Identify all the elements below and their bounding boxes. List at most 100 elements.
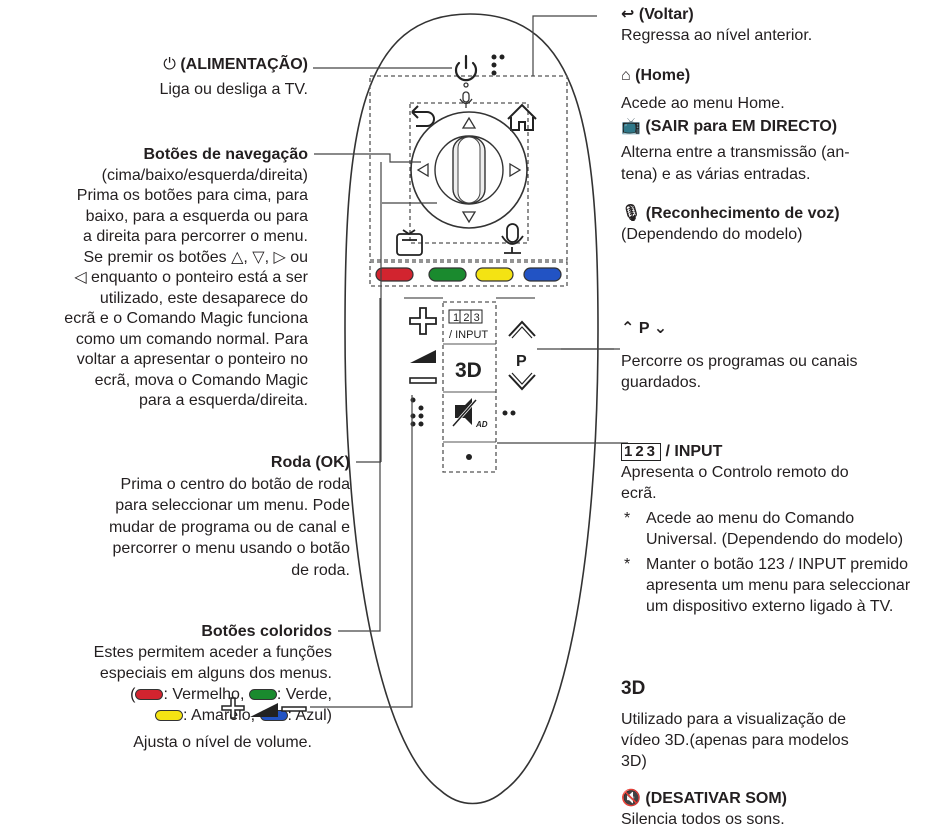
chevron-up-icon: ⌃ — [621, 320, 635, 337]
nav-title: Botões de navegação — [143, 146, 309, 163]
voice-desc: (Dependendo do modelo) — [621, 226, 803, 243]
wheel-line: para seleccionar um menu. Pode — [115, 497, 350, 514]
wheel-callout: Roda (OK) Prima o centro do botão de rod… — [40, 452, 350, 581]
nav-line: Prima os botões para cima, para — [76, 187, 308, 204]
nav-line: baixo, para a esquerda ou para — [85, 207, 308, 225]
volume-wedge-icon — [250, 703, 278, 717]
power-callout: ⏻ (ALIMENTAÇÃO) Liga ou desliga a TV. — [40, 55, 308, 100]
nav-line: voltar a apresentar o ponteiro no — [76, 351, 308, 368]
program-p-label: P — [516, 353, 527, 370]
yellow-button[interactable] — [475, 267, 514, 282]
three-d-line: 3D) — [621, 753, 647, 770]
program-down-button[interactable] — [508, 374, 536, 391]
nav-ring — [410, 111, 528, 229]
volume-icon — [410, 350, 436, 363]
yellow-swatch — [155, 710, 184, 721]
mute-title: (DESATIVAR SOM) — [645, 790, 787, 807]
blue-button[interactable] — [523, 267, 562, 282]
three-d-line: vídeo 3D.(apenas para modelos — [621, 732, 849, 749]
volume-down-button[interactable] — [409, 377, 437, 384]
mic-icon: 🎙 — [621, 205, 642, 222]
nav-line: como um comando normal. Para — [75, 330, 308, 348]
colors-legend-row-1: (: Vermelho, : Verde, — [130, 686, 332, 703]
yellow-label: : Amarelo, — [183, 707, 256, 724]
wheel-title: Roda (OK) — [270, 454, 350, 471]
three-d-callout: 3D Utilizado para a visualização de víde… — [621, 678, 921, 772]
three-d-button[interactable]: 3D — [455, 359, 482, 382]
wheel-line: percorrer o menu usando o botão — [112, 540, 350, 557]
callout-lines — [310, 15, 628, 708]
nav-line: ecrã e o Comando Magic funciona — [64, 310, 308, 327]
nav-line: ecrã, mova o Comando Magic — [94, 371, 308, 389]
braille-dots-power — [491, 54, 505, 76]
input-note: *Manter o botão 123 / INPUT premido apre… — [624, 556, 911, 615]
braille-dots-program — [502, 410, 516, 416]
input-callout: 123 / INPUT Apresenta o Controlo remoto … — [621, 441, 925, 617]
three-d-title: 3D — [621, 678, 646, 699]
volume-icons — [220, 696, 310, 720]
up-arrow-button — [461, 116, 477, 129]
green-label: : Verde, — [276, 686, 332, 703]
colors-line: especiais em alguns dos menus. — [99, 665, 332, 682]
input-line: ecrã. — [621, 485, 657, 502]
back-callout: ↩ (Voltar) Regressa ao nível anterior. — [621, 4, 921, 46]
back-button[interactable] — [411, 105, 435, 127]
home-desc: Acede ao menu Home. — [621, 95, 785, 112]
power-desc: Liga ou desliga a TV. — [159, 81, 308, 98]
mic-indicator — [459, 82, 473, 108]
live-tv-icon: 📺 — [621, 118, 641, 135]
live-line: Alterna entre a transmissão (an- — [621, 144, 850, 161]
input-note: *Acede ao menu do Comando Universal. (De… — [624, 510, 904, 548]
left-arrow-button — [416, 162, 429, 178]
red-swatch — [135, 689, 164, 700]
power-icon: ⏻ — [163, 56, 176, 73]
wheel-line: de roda. — [291, 561, 350, 579]
input-button[interactable]: 123 / INPUT — [448, 309, 488, 341]
power-title-row: ⏻ (ALIMENTAÇÃO) — [40, 55, 308, 75]
mute-desc: Silencia todos os sons. — [621, 811, 785, 828]
home-button[interactable] — [507, 103, 537, 131]
power-title: (ALIMENTAÇÃO) — [180, 56, 308, 73]
right-arrow-button — [509, 162, 522, 178]
plus-icon — [221, 697, 245, 719]
top-buttons-dashed-box — [369, 75, 568, 261]
input-line: Apresenta o Controlo remoto do — [621, 464, 849, 481]
nav-line: utilizado, este desaparece do — [99, 289, 308, 307]
mute-button[interactable]: AD — [451, 398, 488, 429]
minus-icon — [281, 706, 307, 712]
program-line: Percorre os programas ou canais — [621, 353, 858, 370]
green-swatch — [248, 689, 277, 700]
input-button-digits: 123 — [453, 312, 484, 324]
live-callout: 📺 (SAIR para EM DIRECTO) Alterna entre a… — [621, 116, 921, 186]
program-up-button[interactable] — [508, 320, 536, 337]
input-digits: 123 — [621, 443, 662, 461]
svg-text:AD: AD — [475, 420, 488, 429]
input-notes: *Acede ao menu do Comando Universal. (De… — [621, 508, 925, 617]
color-buttons-dashed-box — [369, 261, 568, 287]
voice-title: (Reconhecimento de voz) — [645, 205, 840, 222]
power-button[interactable] — [454, 54, 478, 82]
live-tv-button[interactable] — [396, 229, 423, 256]
program-callout: ⌃ P ⌄ Percorre os programas ou canais gu… — [621, 318, 921, 393]
program-title: P — [638, 320, 650, 337]
wheel-ok-button[interactable] — [452, 136, 486, 204]
live-line: tena) e as várias entradas. — [621, 166, 811, 183]
home-callout: ⌂ (Home) Acede ao menu Home. — [621, 65, 921, 114]
green-button[interactable] — [428, 267, 467, 282]
mute-icon: 🔇 — [621, 790, 641, 807]
nav-line: ◁ enquanto o ponteiro está a ser — [74, 269, 308, 286]
colors-line: Estes permitem aceder a funções — [93, 644, 332, 661]
wheel-line: mudar de programa ou de canal e — [108, 518, 350, 536]
nav-line: (cima/baixo/esquerda/direita) — [101, 166, 308, 184]
red-button[interactable] — [375, 267, 414, 282]
voice-button[interactable] — [501, 223, 524, 254]
input-title: / INPUT — [665, 443, 723, 460]
home-title: (Home) — [635, 67, 691, 84]
colors-callout: Botões coloridos Estes permitem aceder a… — [40, 621, 332, 726]
back-desc: Regressa ao nível anterior. — [621, 27, 813, 44]
volume-up-button[interactable] — [409, 307, 437, 335]
back-title: (Voltar) — [638, 6, 694, 23]
back-icon: ↩ — [621, 6, 635, 23]
center-column-dashed-box — [442, 301, 497, 473]
